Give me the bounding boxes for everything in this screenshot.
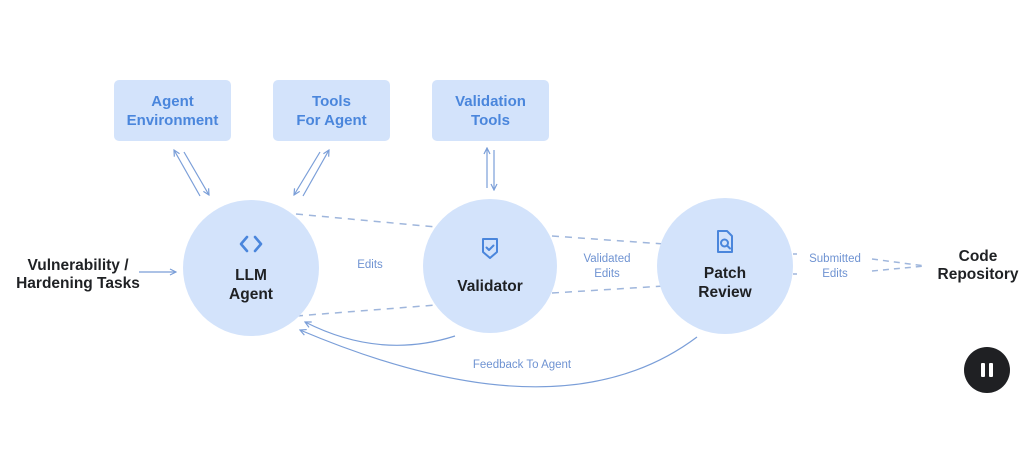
code-repository-label: Code Repository — [928, 248, 1024, 284]
feedback-curve-patch-review — [300, 330, 698, 388]
box-label-line2: Environment — [126, 111, 219, 129]
code-icon — [239, 235, 263, 253]
input-tasks-label: Vulnerability / Hardening Tasks — [12, 257, 144, 293]
node-label-line2: Review — [698, 284, 752, 301]
dash-submitted-top — [871, 258, 926, 267]
dash-submitted-bottom — [871, 265, 926, 272]
edits-label: Edits — [357, 259, 383, 271]
pause-button[interactable] — [964, 347, 1010, 393]
llm-agent-node: LLM Agent — [183, 200, 319, 336]
arrow-env-to-agent — [183, 151, 209, 195]
box-label-line2: For Agent — [296, 111, 367, 129]
node-label-line1: Validator — [457, 277, 523, 295]
box-label-line1: Tools — [312, 92, 351, 110]
node-label-line1: Patch — [703, 265, 747, 282]
document-search-icon — [717, 230, 733, 253]
output-line2: Repository — [937, 266, 1019, 283]
box-label-line2: Tools — [471, 111, 510, 129]
output-line1: Code — [958, 248, 998, 265]
arrow-tools-to-agent — [294, 151, 321, 195]
feedback-curve-validator — [305, 322, 456, 346]
dash-validator-patch-top — [551, 235, 665, 245]
validation-tools-box: Validation Tools — [432, 80, 549, 141]
input-line1: Vulnerability / — [27, 257, 129, 274]
shield-check-icon — [482, 237, 498, 259]
pause-icon-bar — [989, 363, 993, 377]
agent-environment-box: Agent Environment — [114, 80, 231, 141]
arrow-agent-to-env — [174, 150, 201, 197]
arrow-agent-to-tools — [302, 150, 329, 197]
tools-for-agent-box: Tools For Agent — [273, 80, 390, 141]
submitted-edits-line2: Edits — [822, 268, 848, 280]
pause-icon — [981, 363, 985, 377]
validator-node: Validator — [423, 199, 557, 333]
box-label-line1: Validation — [455, 92, 526, 110]
dash-validator-patch-bottom — [551, 285, 665, 294]
submitted-edits-line1: Submitted — [809, 253, 861, 265]
validated-edits-line1: Validated — [583, 253, 631, 265]
dash-agent-validator-top — [295, 213, 437, 228]
patch-review-node: Patch Review — [657, 198, 793, 334]
box-label-line1: Agent — [151, 92, 194, 110]
dash-agent-validator-bottom — [295, 304, 437, 317]
node-label-line1: LLM — [235, 267, 267, 284]
input-line2: Hardening Tasks — [16, 275, 140, 292]
submitted-edits-label: Submitted Edits — [802, 252, 868, 282]
node-label-line2: Agent — [229, 286, 273, 303]
validated-edits-line2: Edits — [594, 268, 620, 280]
feedback-label: Feedback To Agent — [472, 359, 572, 371]
validated-edits-label: Validated Edits — [574, 252, 640, 282]
